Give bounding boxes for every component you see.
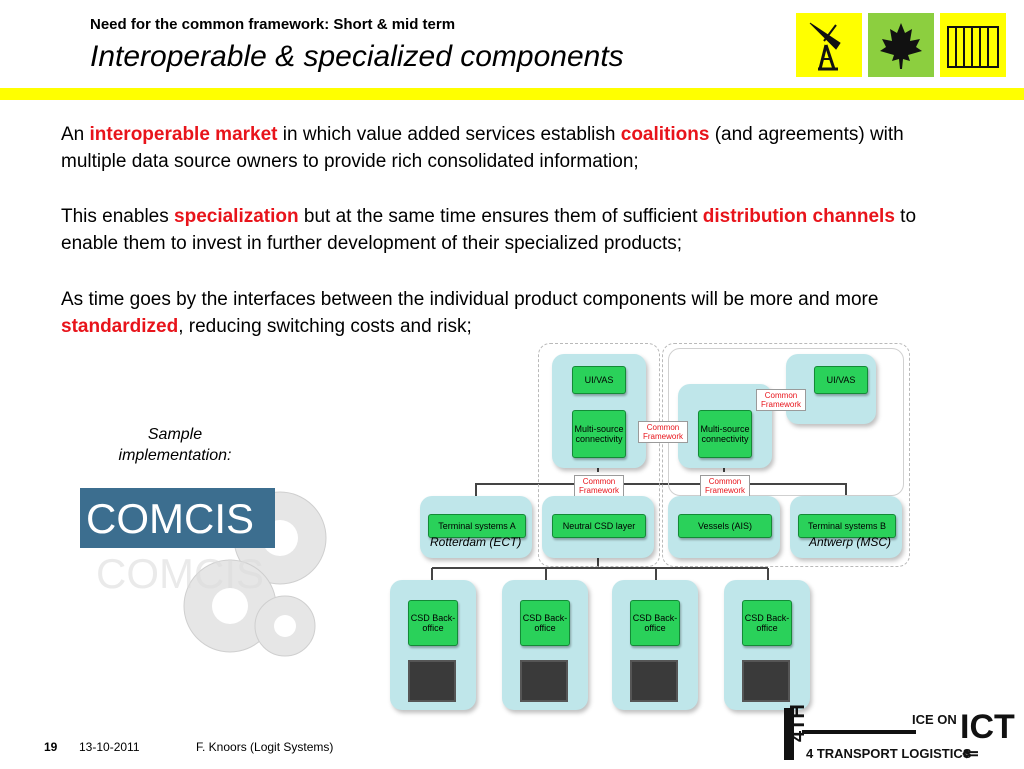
node-csd-backoffice[interactable]: CSD Back-office	[742, 600, 792, 646]
header-divider-bar	[0, 88, 1024, 100]
node-multisource-right[interactable]: Multi-source connectivity	[698, 410, 752, 458]
node-uivas-left[interactable]: UI/VAS	[572, 366, 626, 394]
svg-text:COMCIS: COMCIS	[96, 550, 264, 597]
common-framework-label: Common Framework	[756, 389, 806, 411]
satellite-dish-icon	[796, 13, 862, 77]
node-csd-backoffice[interactable]: CSD Back-office	[520, 600, 570, 646]
container-terminal-icon	[408, 660, 456, 702]
sample-implementation-label: Sample implementation:	[118, 426, 232, 464]
paragraph-specialization: This enables specialization but at the s…	[61, 206, 917, 254]
shipping-container-icon	[940, 13, 1006, 77]
slide-supertitle: Need for the common framework: Short & m…	[90, 16, 456, 33]
page-number: 19	[44, 740, 58, 754]
right-group-outline	[662, 343, 910, 567]
svg-text:4TH: 4TH	[787, 704, 809, 742]
node-terminal-systems-b[interactable]: Terminal systems B	[798, 514, 896, 538]
maple-leaf-icon	[868, 13, 934, 77]
footer-date: 13-10-2011	[79, 740, 140, 754]
comcis-logo-text: COMCIS	[86, 495, 254, 542]
paragraph-standardized: As time goes by the interfaces between t…	[61, 289, 879, 337]
node-csd-backoffice[interactable]: CSD Back-office	[630, 600, 680, 646]
svg-text:ICE ON: ICE ON	[912, 712, 957, 727]
node-terminal-systems-a[interactable]: Terminal systems A	[428, 514, 526, 538]
svg-text:4 TRANSPORT LOGISTICS: 4 TRANSPORT LOGISTICS	[806, 746, 972, 761]
ict-logistics-logo: 4TH ICE ON ICT 4 TRANSPORT LOGISTICS ⇐	[776, 704, 1016, 765]
common-framework-label: Common Framework	[700, 475, 750, 497]
comcis-logo: COMCIS COMCIS	[80, 488, 342, 660]
svg-text:ICT: ICT	[960, 708, 1015, 746]
location-antwerp: Antwerp (MSC)	[809, 535, 892, 549]
node-vessels-ais[interactable]: Vessels (AIS)	[678, 514, 772, 538]
svg-text:⇐: ⇐	[962, 743, 979, 764]
left-group-outline	[538, 343, 660, 567]
footer-author: F. Knoors (Logit Systems)	[196, 740, 334, 754]
container-terminal-icon	[630, 660, 678, 702]
node-multisource-left[interactable]: Multi-source connectivity	[572, 410, 626, 458]
common-framework-label: Common Framework	[638, 421, 688, 443]
container-terminal-icon	[742, 660, 790, 702]
node-neutral-csd-layer[interactable]: Neutral CSD layer	[552, 514, 646, 538]
paragraph-interoperable-market: An interoperable market in which value a…	[61, 124, 904, 172]
node-uivas-right[interactable]: UI/VAS	[814, 366, 868, 394]
common-framework-label: Common Framework	[574, 475, 624, 497]
container-terminal-icon	[520, 660, 568, 702]
location-rotterdam: Rotterdam (ECT)	[430, 535, 522, 549]
slide-title: Interoperable & specialized components	[90, 40, 624, 73]
node-csd-backoffice[interactable]: CSD Back-office	[408, 600, 458, 646]
